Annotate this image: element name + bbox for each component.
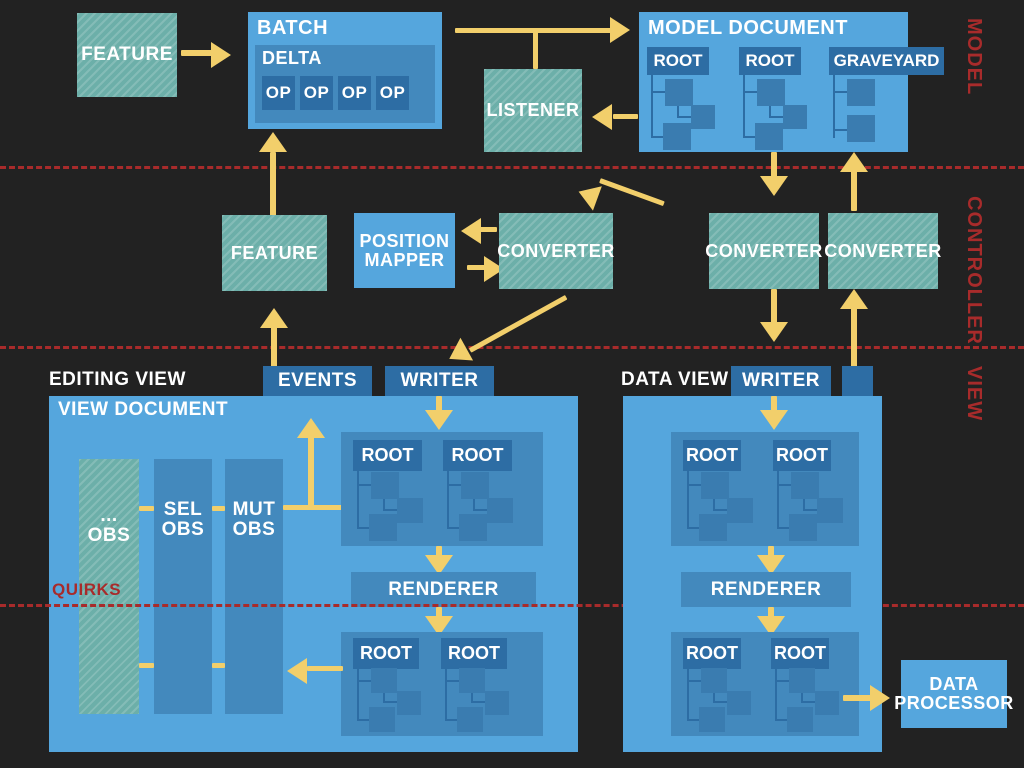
observer-sel-line1: SEL [163,499,203,520]
op-box[interactable]: OP [376,76,409,110]
tree-root-label: ROOT [771,638,829,669]
data-lower-tree-group[interactable]: ROOT ROOT [671,632,859,736]
model-document-box[interactable]: MODEL DOCUMENT ROOT ROOT GRAV [639,12,944,152]
batch-title: BATCH [257,17,329,39]
observer-column-mut[interactable]: MUT OBS [225,459,283,714]
divider-controller-view [0,346,1024,349]
controller-feature-box[interactable]: FEATURE [222,215,327,291]
op-box[interactable]: OP [262,76,295,110]
data-view-panel[interactable]: ROOT ROOT [623,396,882,752]
tab-writer-data[interactable]: WRITER [731,366,831,396]
position-mapper-box[interactable]: POSITION MAPPER [354,213,455,288]
delta-box[interactable]: DELTA OP OP OP OP [255,45,435,123]
model-document-title: MODEL DOCUMENT [648,17,848,39]
editing-renderer[interactable]: RENDERER [351,572,536,607]
view-tree[interactable]: ROOT [353,638,421,732]
controller-converter-right-box[interactable]: CONVERTER [824,213,941,289]
data-renderer[interactable]: RENDERER [681,572,851,607]
tree-root-label: ROOT [353,638,419,669]
view-tree[interactable]: ROOT [441,638,509,732]
divider-quirks [0,604,1024,607]
op-box[interactable]: OP [338,76,371,110]
editing-upper-tree-group[interactable]: ROOT ROOT [341,432,543,546]
observer-other-line1: ... [100,505,118,526]
view-tree[interactable]: ROOT [443,440,513,541]
controller-converter-left-box[interactable]: CONVERTER [497,213,614,289]
zone-label-model: MODEL [963,18,985,96]
data-view-title: DATA VIEW [621,369,729,390]
batch-box[interactable]: BATCH DELTA OP OP OP OP [248,12,442,129]
observer-mut-line2: OBS [232,518,276,540]
observer-link-tick [212,663,225,668]
observer-column-other[interactable]: ... OBS [79,459,139,714]
tab-events[interactable]: EVENTS [263,366,372,396]
view-tree[interactable]: ROOT [771,638,839,732]
observer-sel-line2: OBS [161,518,205,540]
listener-box[interactable]: LISTENER [484,69,582,152]
data-processor-line2: PROCESSOR [894,693,1014,713]
controller-converter-mid-box[interactable]: CONVERTER [705,213,822,289]
data-upper-tree-group[interactable]: ROOT ROOT [671,432,859,546]
view-tree[interactable]: ROOT [683,440,753,541]
editing-lower-tree-group[interactable]: ROOT ROOT [341,632,543,736]
editing-view-title: EDITING VIEW [49,369,186,390]
zone-label-controller: CONTROLLER [963,196,985,345]
model-tree-graveyard[interactable]: GRAVEYARD [829,47,944,147]
divider-model-controller [0,166,1024,169]
tree-root-label: ROOT [683,440,741,471]
tab-writer-editing[interactable]: WRITER [385,366,494,396]
view-tree[interactable]: ROOT [773,440,843,541]
model-tree[interactable]: ROOT [739,47,807,150]
observer-link-tick [139,506,154,511]
tree-root-label: ROOT [739,47,801,75]
tree-root-label: ROOT [647,47,709,75]
tree-root-label: GRAVEYARD [829,47,944,75]
tree-root-label: ROOT [443,440,512,471]
view-document-title: VIEW DOCUMENT [58,399,229,420]
tree-root-label: ROOT [353,440,422,471]
model-feature-box[interactable]: FEATURE [77,13,177,97]
model-tree[interactable]: ROOT [647,47,715,150]
data-processor-box[interactable]: DATA PROCESSOR [894,660,1013,728]
observer-link-tick [139,663,154,668]
tree-root-label: ROOT [441,638,507,669]
delta-title: DELTA [262,48,322,68]
position-mapper-line2: MAPPER [364,249,445,270]
observer-other-line2: OBS [87,524,131,546]
quirks-label: QUIRKS [52,580,122,599]
data-processor-line1: DATA [929,674,979,695]
tree-root-label: ROOT [773,440,831,471]
view-tree[interactable]: ROOT [683,638,751,732]
position-mapper-line1: POSITION [359,230,450,251]
op-box[interactable]: OP [300,76,333,110]
tree-root-label: ROOT [683,638,741,669]
view-tree[interactable]: ROOT [353,440,423,541]
editing-view-panel[interactable]: VIEW DOCUMENT ... OBS SEL OBS MUT OBS [49,396,578,752]
zone-label-view: VIEW [963,366,985,422]
observer-link-tick [212,506,225,511]
observer-column-sel[interactable]: SEL OBS [154,459,212,714]
observer-mut-line1: MUT [232,499,276,520]
tab-blank-data[interactable] [842,366,873,396]
